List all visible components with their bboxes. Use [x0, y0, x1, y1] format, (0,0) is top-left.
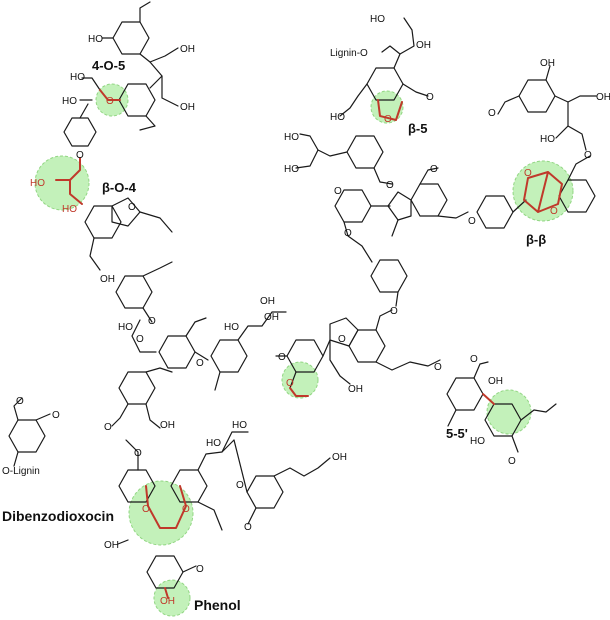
atom-oh-coumaran-right: OH [348, 384, 363, 395]
atom-o-bridge-right: O [434, 362, 442, 373]
atom-o-dbd-right: O [182, 504, 190, 515]
atom-o-lignin: O-Lignin [2, 466, 40, 477]
atom-oh-top-right: OH [180, 44, 195, 55]
atom-o-55-bottom: O [508, 456, 516, 467]
atom-labels: HO OH OH HO HO O O HO HO O OH O HO O O H… [2, 14, 610, 607]
skeleton-bonds [8, 1, 597, 589]
atom-ho-top-right-chain: HO [540, 134, 555, 145]
label-dibenzodioxocin: Dibenzodioxocin [2, 508, 114, 524]
atom-oh-allyl: OH [332, 452, 347, 463]
atom-o-lower-left: O [104, 422, 112, 433]
atom-o-top-right-ome: O [488, 108, 496, 119]
atom-ho-405-left2: HO [62, 96, 77, 107]
atom-ho-b5-side: HO [330, 112, 345, 123]
atom-o-coumaran-left: O [128, 202, 136, 213]
atom-o-methoxy: O [286, 378, 294, 389]
bond-5-5prime [482, 393, 495, 405]
atom-ho-405-left: HO [70, 72, 85, 83]
hl-phenol [153, 579, 191, 617]
atom-ho-upper-left2: HO [284, 164, 299, 175]
atom-o-dbd-link: O [236, 480, 244, 491]
atom-o-bb-1: O [524, 168, 532, 179]
label-phenol: Phenol [194, 597, 241, 613]
atom-oh-lower-left: OH [160, 420, 175, 431]
bond-beta-O-4 [55, 157, 83, 205]
atom-o-central: O [278, 352, 286, 363]
atom-ho-bo4-2: HO [62, 204, 77, 215]
atom-ho-dbd-chain: HO [206, 438, 221, 449]
atom-o-top-right-chain: O [584, 150, 592, 161]
bond-phenol-oh [164, 587, 169, 599]
atom-oh-central-top: OH [260, 296, 275, 307]
atom-ho-left-mid: HO [118, 322, 133, 333]
atom-oh-central: OH [264, 312, 279, 323]
atom-o-b5-ome: O [426, 92, 434, 103]
bond-beta-5 [377, 99, 403, 121]
bond-dibenzodioxocin [145, 485, 187, 529]
atom-o-right-coumaran: O [430, 164, 438, 175]
atom-oh-dbd-left: OH [104, 540, 119, 551]
atom-o-upper-ring: O [386, 180, 394, 191]
atom-ho-central: HO [224, 322, 239, 333]
atom-o-syringyl: O [196, 358, 204, 369]
atom-oh-coumaran-left: OH [100, 274, 115, 285]
atom-ho-dbd-chain2: HO [232, 420, 247, 431]
label-beta-beta: β-β [526, 232, 546, 247]
atom-lignin-o: Lignin-O [330, 48, 368, 59]
atom-o-lower-ome: O [244, 522, 252, 533]
atom-oh-b5: OH [416, 40, 431, 51]
atom-ho-55: HO [470, 436, 485, 447]
atom-o-left-mid: O [148, 316, 156, 327]
hl-5-5prime [486, 389, 532, 435]
atom-o-b5: O [384, 114, 392, 125]
atom-ho-b5-top: HO [370, 14, 385, 25]
atom-ho-bo4: HO [30, 178, 45, 189]
atom-o-phenol-ome: O [196, 564, 204, 575]
linkage-labels: 4-O-5 β-O-4 β-5 β-β 5-5' Dibenzodioxocin… [2, 58, 546, 613]
atom-ho-upper-left: HO [284, 132, 299, 143]
atom-o-dbd-left: O [142, 504, 150, 515]
atom-o-upper-ring2: O [344, 228, 352, 239]
hl-beta-O-4 [34, 155, 90, 211]
bond-4-O-5 [99, 89, 121, 101]
label-beta-O-4: β-O-4 [102, 180, 137, 195]
atom-oh-top-right2: OH [180, 102, 195, 113]
atom-oh-top-right-ring: OH [540, 58, 555, 69]
linkage-bonds [55, 89, 563, 599]
atom-oh-top-right-chain: OH [596, 92, 610, 103]
atom-o-left-mid2: O [136, 334, 144, 345]
atom-o-dbd-top: O [134, 448, 142, 459]
atom-o-upper-mid: O [334, 186, 342, 197]
atom-o-bb-2: O [550, 206, 558, 217]
bond-beta-beta [523, 171, 563, 213]
atom-o-bb-link: O [468, 216, 476, 227]
atom-o-left-bottom: O [16, 396, 24, 407]
label-beta-5: β-5 [408, 121, 428, 136]
atom-o-coumaran-right: O [338, 334, 346, 345]
atom-ho-top: HO [88, 34, 103, 45]
atom-oh-55: OH [488, 376, 503, 387]
linkage-highlights [34, 83, 574, 617]
atom-o-ring-below405: O [76, 150, 84, 161]
label-4-O-5: 4-O-5 [92, 58, 125, 73]
atom-o-405: O [106, 96, 114, 107]
atom-o-bridge: O [390, 306, 398, 317]
atom-o-left-bottom2: O [52, 410, 60, 421]
atom-o-55-top: O [470, 354, 478, 365]
atom-oh-phenol: OH [160, 596, 175, 607]
label-5-5prime: 5-5' [446, 426, 468, 441]
bond-methoxy [289, 387, 309, 397]
